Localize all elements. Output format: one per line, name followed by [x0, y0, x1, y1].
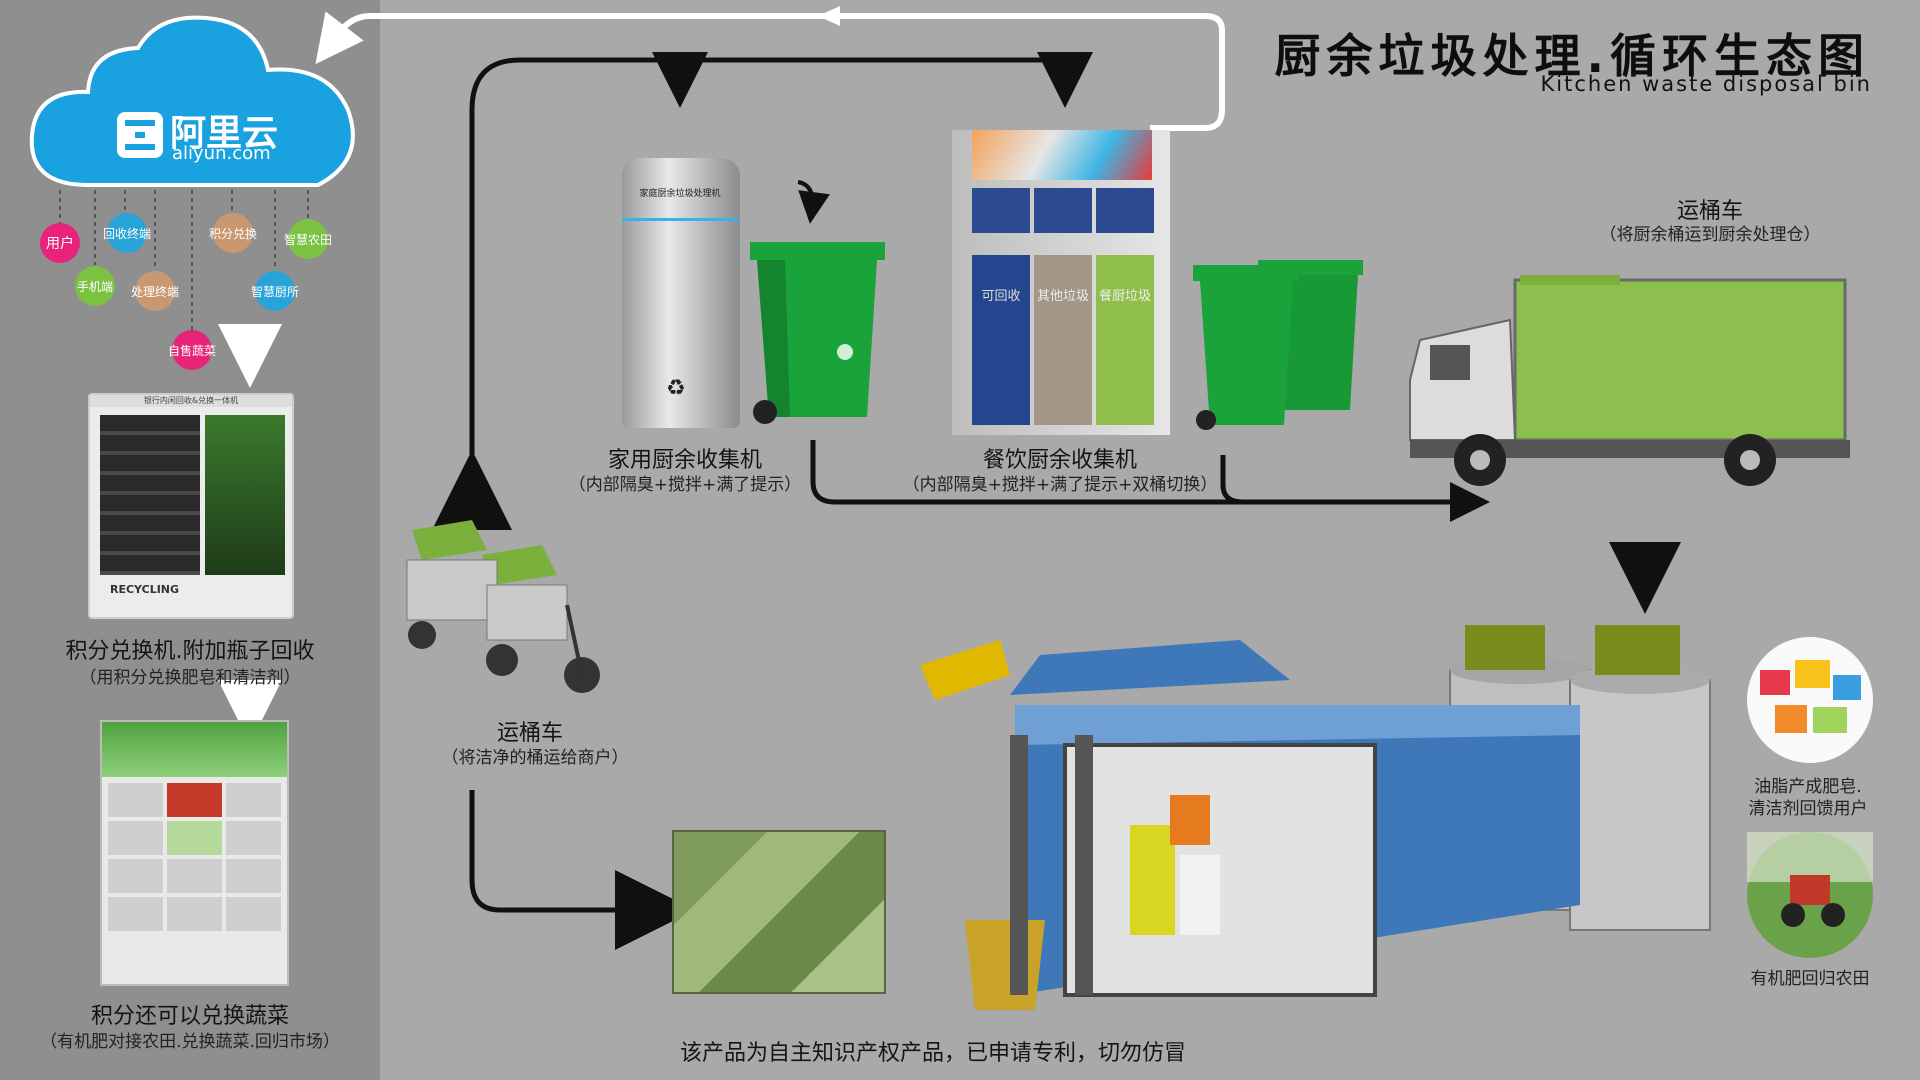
compartment-kitchen: 餐厨垃圾	[1096, 255, 1154, 425]
bubble-mobile: 手机端	[75, 266, 115, 306]
truck-sub: （将厨余桶运到厨余处理仓）	[1599, 225, 1821, 245]
arrow-into-bin	[797, 180, 830, 224]
bubble-process-terminal: 处理终端	[131, 271, 179, 311]
vegetable-locker-label: 积分还可以兑换蔬菜	[90, 1004, 289, 1029]
tricycle-sub: （将洁净的桶运给商户）	[441, 748, 629, 768]
collectors-to-truck-arrow	[810, 440, 1490, 522]
compartment-other: 其他垃圾	[1034, 255, 1092, 425]
truck-icon	[1409, 275, 1850, 486]
bubble-user: 用户	[40, 223, 80, 263]
green-bin-icon	[750, 242, 885, 424]
cloud-feedback-arrow	[315, 11, 1225, 131]
locker-grid	[102, 777, 287, 937]
top-white-arrowhead	[818, 6, 840, 26]
exchange-machine-sub: （用积分兑换肥皂和清洁剂）	[79, 668, 301, 688]
truck-label: 运桶车	[1676, 199, 1743, 224]
cloud-brand-en: aliyun.com	[172, 143, 271, 164]
bubble-smart-kitchen: 智慧厨所	[251, 271, 299, 311]
bubble-vegetable-sale: 自售蔬菜	[168, 330, 216, 370]
footer-notice: 该产品为自主知识产权产品，已申请专利，切勿仿冒	[680, 1041, 1187, 1066]
cloud-brand-cn: 阿里云	[170, 113, 279, 154]
tricycle-icon	[406, 520, 600, 693]
recycle-icon: ♻	[666, 376, 686, 401]
double-bin-icon	[1193, 260, 1363, 430]
locker-top-panel	[102, 722, 287, 777]
restaurant-collector: 可回收 其他垃圾 餐厨垃圾	[952, 130, 1170, 435]
vegetable-locker-sub: （有机肥对接农田.兑换蔬菜.回归市场）	[40, 1032, 340, 1052]
return-loop-arrow	[469, 57, 1065, 490]
machine-screen	[205, 415, 285, 575]
home-collector-body-text: 家庭厨余垃圾处理机	[639, 189, 721, 199]
machine-brand: RECYCLING	[110, 583, 180, 596]
soap-label-line2: 清洁剂回馈用户	[1748, 799, 1868, 819]
diagram-title: 厨余垃圾处理.循环生态图	[1274, 29, 1870, 83]
compartment-recyclable: 可回收	[972, 255, 1030, 425]
cloud-icon	[29, 15, 355, 187]
processing-plant-icon	[920, 625, 1711, 1010]
exchange-machine-label: 积分兑换机.附加瓶子回收	[65, 639, 315, 664]
restaurant-collector-label: 餐饮厨余收集机	[982, 448, 1137, 473]
home-collector-sub: （内部隔臭+搅拌+满了提示）	[568, 475, 802, 495]
cabin-to-tricycle-arrow	[469, 790, 650, 913]
soap-products-icon	[1747, 637, 1873, 763]
vegetable-locker	[100, 720, 289, 986]
restaurant-collector-sub: （内部隔臭+搅拌+满了提示+双桶切换）	[902, 475, 1218, 495]
machine-header: 银行内闲回收&兑换一体机	[90, 395, 292, 407]
aliyun-logo-icon	[117, 112, 163, 158]
farm-tractor-icon	[1747, 832, 1873, 958]
bubble-smart-farm: 智慧农田	[284, 219, 332, 259]
bubble-points-exchange: 积分兑换	[209, 213, 257, 253]
home-collector-label: 家用厨余收集机	[607, 448, 762, 473]
machine-display-shelves	[100, 415, 200, 575]
soap-label-line1: 油脂产成肥皂.	[1754, 777, 1862, 797]
home-collector: 家庭厨余垃圾处理机 ♻	[622, 158, 740, 428]
diagram-subtitle: Kitchen waste disposal bin	[1540, 72, 1872, 96]
farm-label: 有机肥回归农田	[1750, 969, 1870, 989]
camo-cabinet	[672, 830, 886, 994]
exchange-machine: 银行内闲回收&兑换一体机 RECYCLING	[88, 393, 294, 619]
tricycle-label: 运桶车	[496, 721, 563, 746]
bubble-recycle-terminal: 回收终端	[103, 213, 151, 253]
restaurant-to-truck-join	[1220, 455, 1244, 505]
